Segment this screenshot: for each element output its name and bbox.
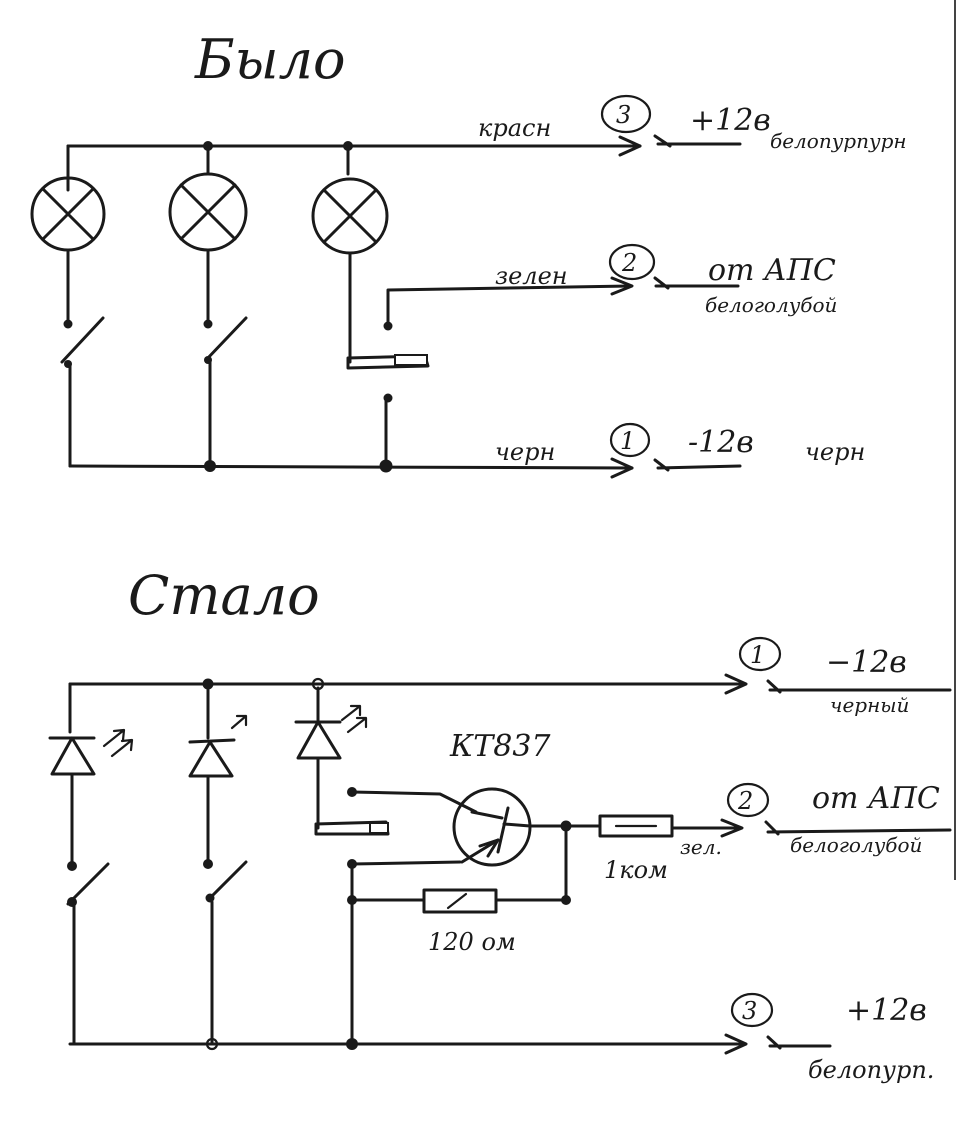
before-wire2-number: 2 bbox=[608, 243, 656, 281]
before-wire1-color-label: черн bbox=[805, 438, 865, 466]
after-wire2-color-label: белоголубой bbox=[790, 833, 922, 857]
wire2-tag-label: зел. bbox=[680, 835, 722, 859]
before-wire2-color-label: белоголубой bbox=[705, 293, 837, 317]
transistor-kt837 bbox=[452, 787, 532, 867]
before-lamp-1 bbox=[30, 176, 106, 252]
resistor-120ohm bbox=[350, 888, 568, 914]
before-wire1-right-label: -12в bbox=[688, 425, 754, 460]
after-wire1-right-label: −12в bbox=[826, 645, 907, 680]
after-led-3 bbox=[294, 686, 390, 836]
before-switch-1 bbox=[60, 250, 105, 468]
before-title: Было bbox=[194, 28, 346, 91]
before-wire2-left-label: зелен bbox=[495, 262, 568, 290]
before-wire1-left-label: черн bbox=[495, 438, 555, 466]
transistor-label: КТ837 bbox=[449, 729, 551, 764]
svg-text:3: 3 bbox=[616, 101, 631, 129]
after-led-1 bbox=[48, 728, 134, 1046]
before-switch-2 bbox=[203, 250, 248, 468]
before-changeover-switch bbox=[346, 252, 740, 468]
after-wire1-color-label: черный bbox=[830, 693, 909, 717]
svg-text:2: 2 bbox=[621, 249, 637, 277]
before-wire1-number: 1 bbox=[609, 422, 651, 458]
svg-text:1: 1 bbox=[620, 427, 635, 455]
after-changeover-switch bbox=[347, 787, 478, 1046]
after-wire3-number: 3 bbox=[730, 992, 774, 1028]
before-wire3-number: 3 bbox=[600, 94, 652, 134]
before-wire3-right-label: +12в bbox=[690, 103, 771, 138]
svg-text:2: 2 bbox=[737, 787, 753, 815]
after-wire2-right-label: от АПС bbox=[812, 781, 940, 816]
before-top-rail bbox=[66, 134, 742, 192]
base-node bbox=[528, 820, 572, 905]
after-wire2-output bbox=[764, 820, 952, 836]
after-title: Стало bbox=[128, 564, 320, 627]
before-lamp-3 bbox=[311, 144, 389, 255]
after-wire3-right-label: +12в bbox=[846, 993, 927, 1028]
resistor-1kohm-label: 1ком bbox=[604, 856, 668, 884]
svg-text:3: 3 bbox=[742, 997, 757, 1025]
after-wire1-number: 1 bbox=[738, 636, 782, 672]
before-bottom-rail bbox=[68, 457, 742, 479]
before-lamp-2 bbox=[168, 144, 248, 252]
before-wire3-color-label: белопурпурн bbox=[770, 129, 907, 153]
before-wire3-left-label: красн bbox=[478, 114, 551, 142]
after-top-rail bbox=[68, 673, 952, 734]
before-wire2-right-label: от АПС bbox=[708, 253, 836, 288]
after-wire3-color-label: белопурп. bbox=[808, 1056, 934, 1084]
after-led-2 bbox=[188, 682, 248, 1046]
svg-text:1: 1 bbox=[750, 641, 765, 669]
resistor-120ohm-label: 120 ом bbox=[428, 928, 516, 956]
resistor-1kohm bbox=[564, 814, 744, 838]
after-wire2-number: 2 bbox=[726, 782, 770, 818]
after-bottom-rail bbox=[68, 1033, 832, 1055]
